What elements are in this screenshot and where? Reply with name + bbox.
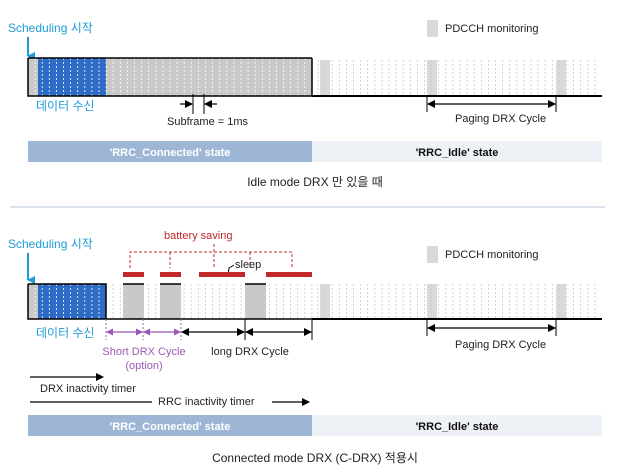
bottom-battery-label: battery saving [164, 230, 232, 242]
on-duration-cell [123, 284, 144, 319]
bottom-state-idle-label: 'RRC_Idle' state [416, 421, 499, 433]
bottom-battery-bracket [129, 251, 293, 268]
top-state-connected-label: 'RRC_Connected' state [110, 147, 231, 159]
bottom-caption: Connected mode DRX (C-DRX) 적용시 [212, 451, 418, 465]
bottom-sleep-label: sleep [235, 259, 261, 271]
bottom-legend-swatch [427, 246, 438, 263]
top-subframe-label: Subframe = 1ms [167, 116, 249, 128]
top-data-block [38, 58, 106, 96]
top-idle-cells [317, 60, 596, 96]
bottom-paging-label: Paging DRX Cycle [455, 339, 546, 351]
bottom-state-connected-bar [28, 415, 312, 436]
top-paging-occasion [556, 60, 566, 96]
top-connected-cells [28, 58, 312, 96]
long-drx-label: long DRX Cycle [211, 346, 289, 358]
bottom-paging-occasion [556, 284, 566, 319]
top-state-idle-bar [312, 141, 602, 162]
sleep-bar-2 [160, 272, 181, 277]
short-drx-option-label: (option) [125, 360, 162, 372]
top-state-connected-bar [28, 141, 312, 162]
drx-inactivity-timer-label: DRX inactivity timer [40, 383, 136, 395]
bottom-data-block-outline [28, 283, 107, 319]
top-connected-outline [27, 58, 313, 97]
sleep-bar-3 [199, 272, 245, 277]
on-duration-cell [160, 284, 181, 319]
short-drx-label: Short DRX Cycle [102, 346, 185, 358]
top-paging-label: Paging DRX Cycle [455, 113, 546, 125]
bottom-data-block [38, 284, 106, 319]
rrc-inactivity-timer-label: RRC inactivity timer [158, 396, 255, 408]
bottom-timeline-outline [27, 284, 312, 320]
top-scheduling-label: Scheduling 시작 [8, 21, 93, 35]
sleep-bar-4 [266, 272, 312, 277]
sleep-bar-1 [123, 272, 144, 277]
bottom-legend-label: PDCCH monitoring [445, 249, 539, 261]
top-legend-label: PDCCH monitoring [445, 23, 539, 35]
bottom-data-rx-label: 데이터 수신 [36, 326, 95, 340]
bottom-connected-cells [28, 284, 313, 319]
top-state-idle-label: 'RRC_Idle' state [416, 147, 499, 159]
bottom-scheduling-label: Scheduling 시작 [8, 237, 93, 251]
bottom-state-idle-bar [312, 415, 602, 436]
bottom-idle-cells [317, 284, 596, 319]
bottom-section: battery saving sleep Scheduling 시작 PDCCH… [8, 230, 602, 465]
bottom-state-connected-label: 'RRC_Connected' state [110, 421, 231, 433]
top-caption: Idle mode DRX 만 있을 때 [247, 175, 383, 189]
top-section: Scheduling 시작 PDCCH monitoring 데이터 수신 Su… [8, 20, 602, 189]
top-data-rx-label: 데이터 수신 [36, 99, 95, 113]
top-legend-swatch [427, 20, 438, 37]
